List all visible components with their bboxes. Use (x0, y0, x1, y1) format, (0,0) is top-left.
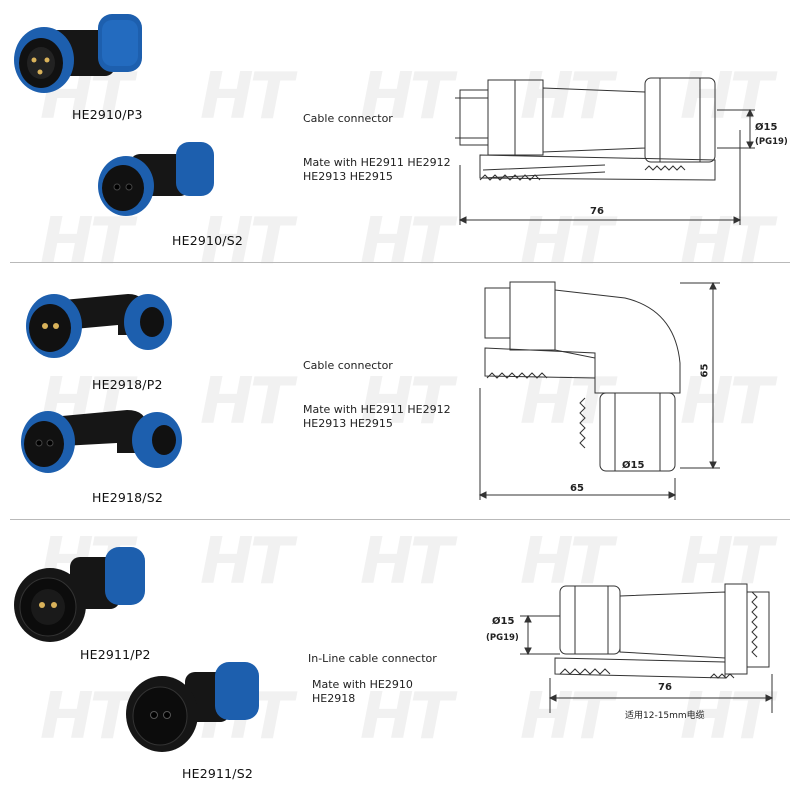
connector-photo-angle-socket (21, 410, 182, 473)
technical-drawing-right-angle (478, 281, 720, 500)
mate-info-line: HE2913 HE2915 (303, 417, 393, 430)
cable-range-note: 适用12-15mm电缆 (625, 711, 705, 721)
mate-info-line: HE2913 HE2915 (303, 170, 393, 183)
mate-info-line: Mate with HE2911 HE2912 (303, 403, 451, 416)
connector-type-label: Cable connector (303, 359, 393, 372)
connector-type-label: In-Line cable connector (308, 652, 437, 665)
dimension-pg: (PG19) (755, 137, 788, 147)
product-model-label: HE2918/S2 (92, 490, 164, 505)
connector-type-label: Cable connector (303, 112, 393, 125)
technical-drawing-inline (520, 583, 774, 713)
connector-photo-socket (98, 142, 214, 216)
product-model-label: HE2911/P2 (80, 647, 151, 662)
watermark: HT (360, 525, 453, 599)
watermark: HT (200, 525, 293, 599)
watermark: HT (360, 205, 453, 279)
watermark: HT (200, 365, 293, 439)
dimension-pg: (PG19) (486, 633, 519, 643)
dimension-length: 76 (658, 682, 672, 693)
technical-drawing-straight (455, 77, 755, 225)
watermark: HT (200, 60, 293, 134)
dimension-height: 65 (699, 363, 711, 378)
dimension-diameter: Ø15 (492, 616, 515, 627)
mate-info-line: Mate with HE2911 HE2912 (303, 156, 451, 169)
dimension-diameter: Ø15 (755, 122, 778, 133)
connector-photo-inline-plug (14, 547, 145, 642)
product-model-label: HE2910/S2 (172, 233, 244, 248)
product-model-label: HE2910/P3 (72, 107, 143, 122)
dimension-length: 76 (590, 206, 604, 217)
mate-info-line: Mate with HE2910 (312, 678, 413, 691)
connector-photo-plug (14, 14, 142, 93)
section-divider (10, 262, 790, 263)
dimension-diameter: Ø15 (622, 460, 645, 471)
connector-photo-inline-socket (126, 662, 259, 752)
dimension-length: 65 (570, 483, 584, 494)
watermark: HT (40, 680, 133, 754)
product-model-label: HE2918/P2 (92, 377, 163, 392)
section-divider (10, 519, 790, 520)
mate-info-line: HE2918 (312, 692, 356, 705)
connector-photo-angle-plug (26, 294, 172, 358)
product-model-label: HE2911/S2 (182, 766, 254, 781)
